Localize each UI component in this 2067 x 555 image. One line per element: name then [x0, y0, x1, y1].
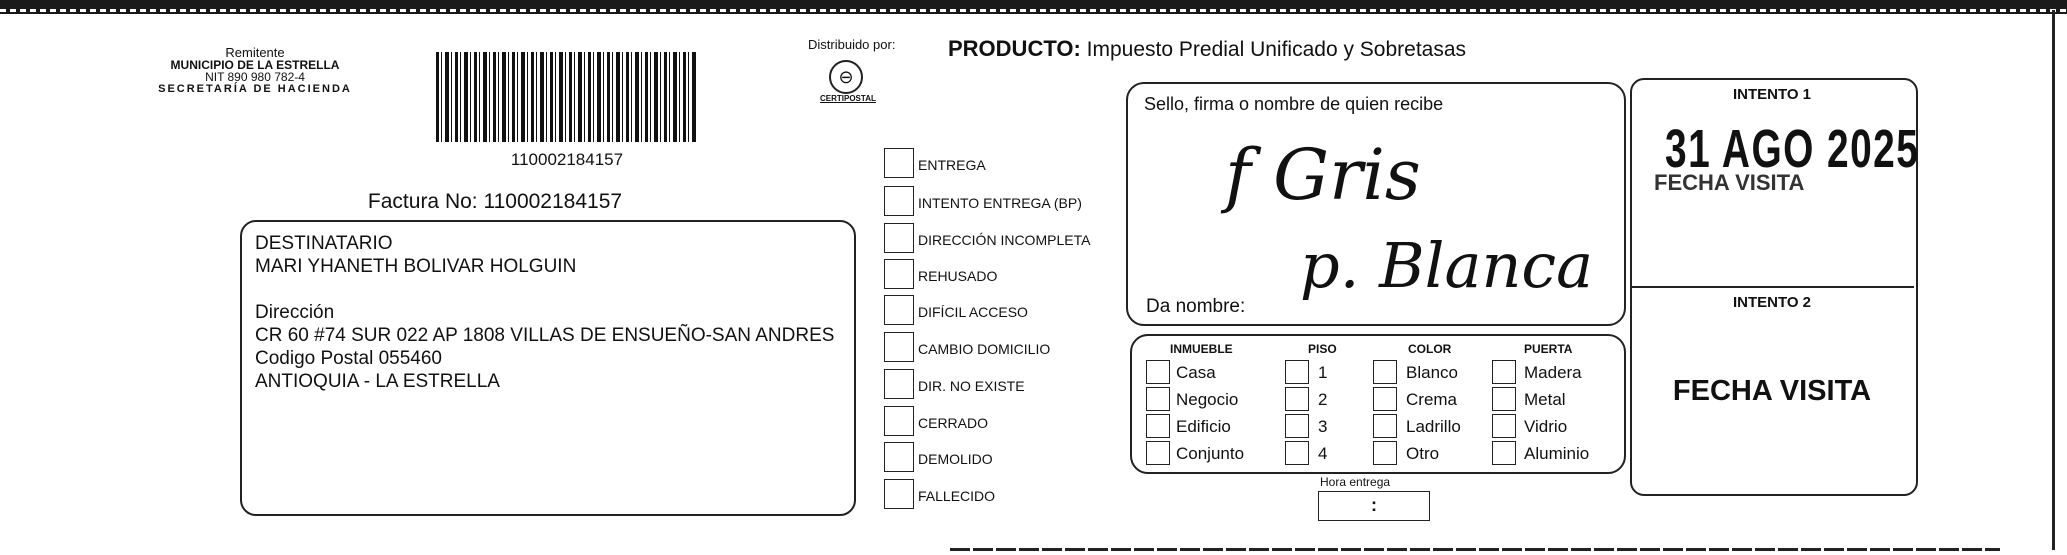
checkbox-piso-1[interactable] — [1285, 360, 1309, 384]
recipient-label: DESTINATARIO — [255, 233, 393, 254]
label-direccion-incompleta: DIRECCIÓN INCOMPLETA — [918, 232, 1091, 248]
barcode — [436, 52, 698, 142]
product-line: PRODUCTO: Impuesto Predial Unificado y S… — [948, 36, 1466, 62]
checkbox-dificil-acceso[interactable] — [884, 295, 914, 325]
attempt-1-label: INTENTO 1 — [1732, 86, 1812, 103]
checkbox-cambio-domicilio[interactable] — [884, 332, 914, 362]
signature-label: Sello, firma o nombre de quien recibe — [1144, 94, 1444, 114]
label-ladrillo: Ladrillo — [1406, 417, 1461, 436]
label-madera: Madera — [1524, 363, 1582, 382]
delivery-time-field[interactable]: : — [1318, 491, 1430, 521]
checkbox-direccion-incompleta[interactable] — [884, 223, 914, 253]
checkbox-ladrillo[interactable] — [1373, 414, 1397, 438]
bottom-torn-edge — [950, 548, 2000, 551]
puerta-header: PUERTA — [1524, 342, 1573, 356]
checkbox-fallecido[interactable] — [884, 479, 914, 509]
label-piso-3: 3 — [1318, 417, 1328, 436]
postal-code: Codigo Postal 055460 — [255, 348, 442, 369]
attempt-1-visit-date-label: FECHA VISITA — [1654, 170, 1805, 195]
label-dir-no-existe: DIR. NO EXISTE — [918, 378, 1025, 394]
label-rehusado: REHUSADO — [918, 268, 998, 284]
checkbox-crema[interactable] — [1373, 387, 1397, 411]
label-aluminio: Aluminio — [1524, 444, 1590, 463]
city-line: ANTIOQUIA - LA ESTRELLA — [255, 371, 500, 392]
certipostal-logo: ⊖ CERTIPOSTAL — [820, 60, 876, 110]
label-intento-entrega: INTENTO ENTREGA (BP) — [918, 195, 1082, 211]
sender-department: SECRETARÍA DE HACIENDA — [158, 83, 352, 95]
address-label: Dirección — [255, 302, 335, 323]
address-line: CR 60 #74 SUR 022 AP 1808 VILLAS DE ENSU… — [255, 325, 835, 346]
handwriting-line-2: p. Blanca — [1300, 229, 1594, 302]
attempts-box — [1630, 78, 1918, 496]
label-crema: Crema — [1406, 390, 1458, 409]
barcode-number: 110002184157 — [510, 150, 624, 169]
label-entrega: ENTREGA — [918, 157, 986, 173]
attempt-2-label: INTENTO 2 — [1732, 294, 1812, 311]
checkbox-rehusado[interactable] — [884, 259, 914, 289]
sender-name: MUNICIPIO DE LA ESTRELLA — [170, 58, 340, 72]
checkbox-piso-2[interactable] — [1285, 387, 1309, 411]
checkbox-casa[interactable] — [1146, 360, 1170, 384]
invoice-number: Factura No: 110002184157 — [367, 190, 623, 213]
checkbox-demolido[interactable] — [884, 442, 914, 472]
checkbox-madera[interactable] — [1492, 360, 1516, 384]
logo-circle-icon: ⊖ — [829, 60, 863, 94]
checkbox-otro[interactable] — [1373, 441, 1397, 465]
label-conjunto: Conjunto — [1176, 444, 1245, 463]
label-edificio: Edificio — [1176, 417, 1231, 436]
top-torn-edge — [0, 0, 2067, 14]
label-negocio: Negocio — [1176, 390, 1239, 409]
da-nombre-label: Da nombre: — [1146, 296, 1246, 317]
piso-header: PISO — [1308, 342, 1337, 356]
label-demolido: DEMOLIDO — [918, 451, 993, 467]
label-blanco: Blanco — [1406, 363, 1458, 382]
attempts-divider — [1632, 286, 1914, 288]
date-stamp: 31 AGO 2025 — [1665, 119, 1920, 179]
checkbox-dir-no-existe[interactable] — [884, 369, 914, 399]
checkbox-negocio[interactable] — [1146, 387, 1170, 411]
checkbox-aluminio[interactable] — [1492, 441, 1516, 465]
label-fallecido: FALLECIDO — [918, 488, 996, 504]
attempt-2-visit-date-label: FECHA VISITA — [1672, 375, 1872, 407]
product-label: PRODUCTO: — [948, 36, 1081, 61]
recipient-name: MARI YHANETH BOLIVAR HOLGUIN — [255, 256, 577, 277]
checkbox-piso-4[interactable] — [1285, 441, 1309, 465]
label-piso-2: 2 — [1318, 390, 1328, 409]
sender-nit: NIT 890 980 782-4 — [205, 70, 305, 84]
label-casa: Casa — [1176, 363, 1216, 382]
checkbox-cerrado[interactable] — [884, 406, 914, 436]
label-cambio-domicilio: CAMBIO DOMICILIO — [918, 341, 1051, 357]
distributor-label: Distribuido por: — [808, 37, 896, 52]
checkbox-piso-3[interactable] — [1285, 414, 1309, 438]
sender-label: Remitente — [225, 45, 285, 60]
label-metal: Metal — [1524, 390, 1566, 409]
logo-text: CERTIPOSTAL — [820, 94, 876, 103]
property-details-box — [1130, 334, 1626, 474]
checkbox-vidrio[interactable] — [1492, 414, 1516, 438]
color-header: COLOR — [1408, 342, 1452, 356]
checkbox-intento-entrega[interactable] — [884, 186, 914, 216]
recipient-box — [240, 220, 856, 516]
checkbox-blanco[interactable] — [1373, 360, 1397, 384]
label-vidrio: Vidrio — [1524, 417, 1568, 436]
product-value: Impuesto Predial Unificado y Sobretasas — [1086, 38, 1467, 61]
checkbox-edificio[interactable] — [1146, 414, 1170, 438]
checkbox-conjunto[interactable] — [1146, 441, 1170, 465]
signature-box[interactable] — [1126, 82, 1626, 326]
inmueble-header: INMUEBLE — [1170, 342, 1233, 356]
recipient-details: DESTINATARIO MARI YHANETH BOLIVAR HOLGUI… — [255, 232, 834, 393]
label-dificil-acceso: DIFÍCIL ACCESO — [918, 304, 1028, 320]
sender-block: Remitente MUNICIPIO DE LA ESTRELLA NIT 8… — [130, 45, 380, 95]
label-cerrado: CERRADO — [918, 415, 989, 431]
checkbox-entrega[interactable] — [884, 148, 914, 178]
handwriting-line-1: f Gris — [1225, 134, 1421, 216]
delivery-time-label: Hora entrega — [1320, 475, 1391, 489]
checkbox-metal[interactable] — [1492, 387, 1516, 411]
label-piso-4: 4 — [1318, 444, 1328, 463]
label-piso-1: 1 — [1318, 363, 1328, 382]
right-edge-line — [2052, 10, 2055, 550]
label-otro: Otro — [1406, 444, 1440, 463]
